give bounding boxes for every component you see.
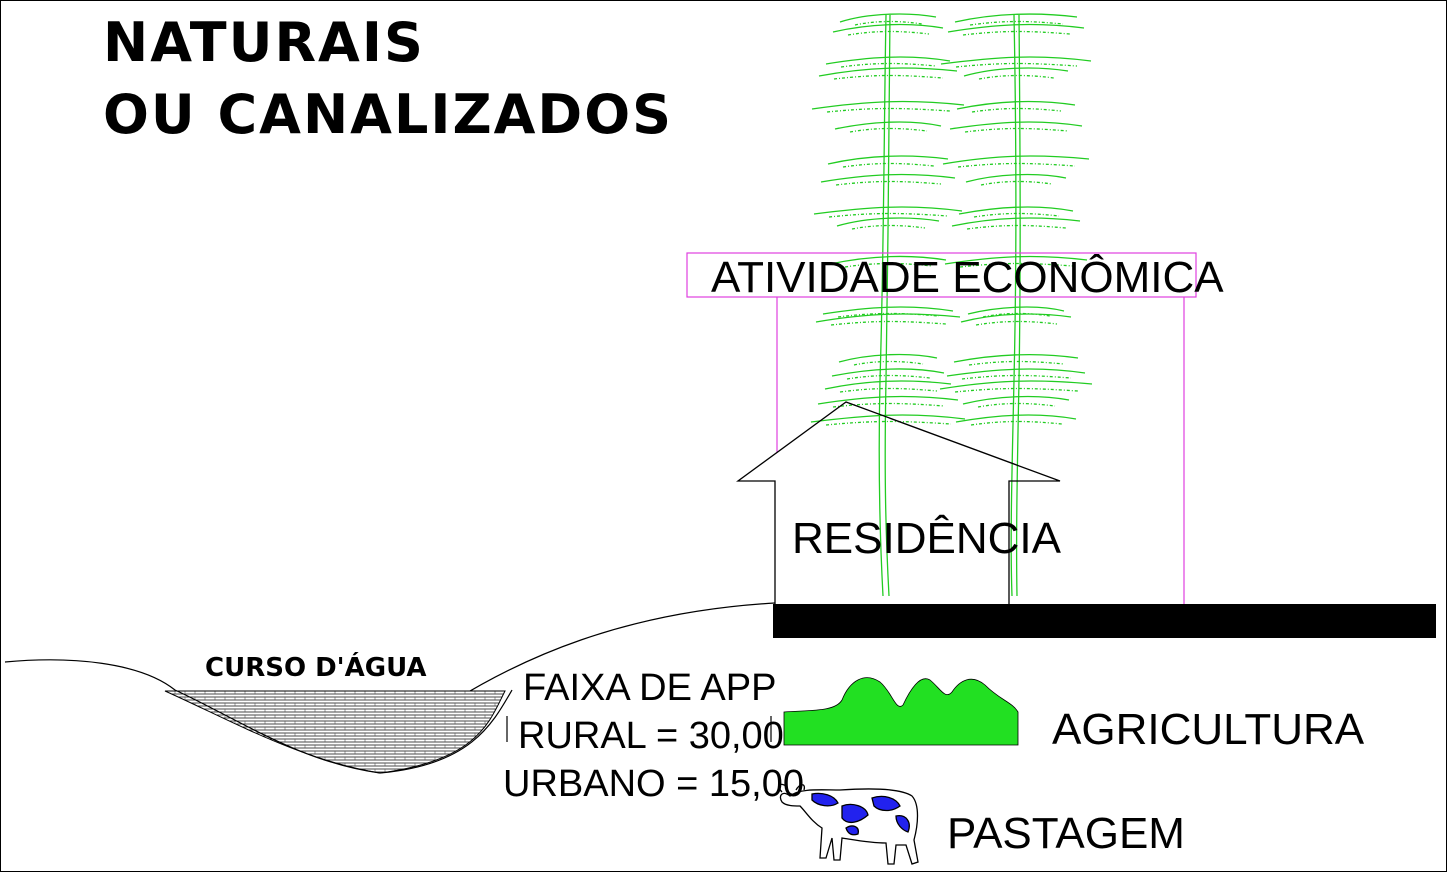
urban-width-label: URBANO = 15,00	[503, 763, 804, 805]
rural-width-label: RURAL = 30,00	[518, 715, 784, 757]
cow-icon	[778, 783, 919, 865]
tree-branch	[939, 380, 1093, 390]
tree-foliage	[839, 387, 938, 393]
tree-foliage	[954, 387, 1079, 393]
tree-foliage	[973, 212, 1060, 218]
tree-branch	[947, 23, 1085, 33]
tree-branch	[815, 313, 961, 323]
tree-branch	[832, 23, 944, 33]
tree-branch	[958, 206, 1074, 215]
tree-branch	[831, 368, 945, 377]
house-outline-icon	[736, 401, 1061, 605]
tree-branch	[838, 353, 938, 363]
agriculture-label: AGRICULTURA	[1052, 705, 1365, 754]
watercourse-label: CURSO D'ÁGUA	[205, 653, 427, 683]
tree-foliage	[851, 224, 926, 230]
tree-branch	[962, 395, 1070, 405]
tree-foliage	[846, 374, 931, 380]
tree-foliage	[854, 20, 923, 26]
tree-foliage	[982, 312, 1051, 318]
tree-branch	[967, 306, 1065, 315]
tree-branch	[817, 395, 959, 405]
tree-foliage	[957, 162, 1076, 168]
tree-foliage	[978, 74, 1055, 80]
tree-trunk	[878, 14, 887, 597]
tree-branch	[811, 100, 965, 110]
tree-foliage	[971, 107, 1062, 113]
tree-branch	[836, 217, 940, 227]
tree-foliage	[962, 30, 1071, 36]
tree-branch	[839, 13, 937, 23]
tree-foliage	[968, 360, 1065, 366]
tree-branch	[944, 255, 1088, 265]
tree-branch	[953, 353, 1079, 363]
watercourse-water	[164, 690, 506, 774]
residence-label: RESIDÊNCIA	[792, 514, 1061, 563]
tree-foliage	[833, 74, 944, 80]
tree-foliage	[969, 20, 1064, 26]
tree-branch	[813, 206, 963, 215]
pasture-label: PASTAGEM	[947, 809, 1185, 858]
watercourse-bed	[174, 689, 513, 774]
tree-branch	[940, 56, 1092, 65]
app-strip-label: FAIXA DE APP	[523, 667, 777, 709]
crop-field-icon	[783, 677, 1019, 746]
tree-branch	[946, 368, 1086, 377]
tree-foliage	[830, 320, 947, 326]
tree-foliage	[966, 224, 1067, 230]
tree-branch	[834, 121, 942, 130]
tree-foliage	[844, 262, 933, 268]
tree-branch	[818, 67, 958, 77]
tree-foliage	[853, 360, 924, 366]
tree-branch	[951, 217, 1081, 227]
tree-branch	[949, 121, 1083, 130]
tree-foliage	[977, 402, 1056, 408]
tree-branch	[820, 173, 956, 183]
tree-branch	[963, 67, 1069, 77]
tree-foliage	[964, 127, 1069, 133]
tree-foliage	[980, 180, 1053, 186]
economic-activity-box	[686, 252, 1197, 298]
title-line-2: OU CANALIZADOS	[103, 83, 674, 146]
ground-bar	[773, 604, 1436, 638]
tree-foliage	[828, 212, 949, 218]
tree-branch	[955, 414, 1077, 423]
tree-foliage	[959, 262, 1074, 268]
eucalyptus-trees-icon	[810, 13, 1093, 597]
tree-foliage	[832, 402, 945, 408]
economic-activity-label: ATIVIDADE ECONÔMICA	[711, 253, 1224, 302]
tree-foliage	[975, 320, 1058, 326]
tree-foliage	[970, 420, 1063, 426]
tree-foliage	[955, 62, 1078, 68]
tree-foliage	[849, 127, 928, 133]
tree-foliage	[961, 374, 1072, 380]
tree-trunk	[1010, 14, 1017, 597]
tree-branch	[824, 380, 952, 390]
tree-trunk	[884, 14, 891, 597]
tree-branch	[954, 13, 1078, 23]
tree-trunk	[1015, 14, 1021, 597]
ground-line	[4, 602, 776, 701]
tree-branch	[825, 56, 951, 65]
tree-branch	[827, 155, 949, 165]
tree-branch	[822, 306, 954, 315]
tree-branch	[956, 100, 1076, 110]
tree-branch	[965, 173, 1067, 183]
tree-branch	[960, 313, 1072, 323]
tree-foliage	[825, 420, 952, 426]
tree-foliage	[835, 180, 942, 186]
tree-branch	[829, 255, 947, 265]
title-line-1: NATURAIS	[103, 11, 425, 74]
tree-foliage	[847, 30, 930, 36]
tree-branch	[810, 414, 966, 423]
tree-branch	[942, 155, 1090, 165]
tree-foliage	[842, 162, 935, 168]
economic-activity-outline	[686, 252, 1197, 616]
tree-foliage	[840, 62, 937, 68]
